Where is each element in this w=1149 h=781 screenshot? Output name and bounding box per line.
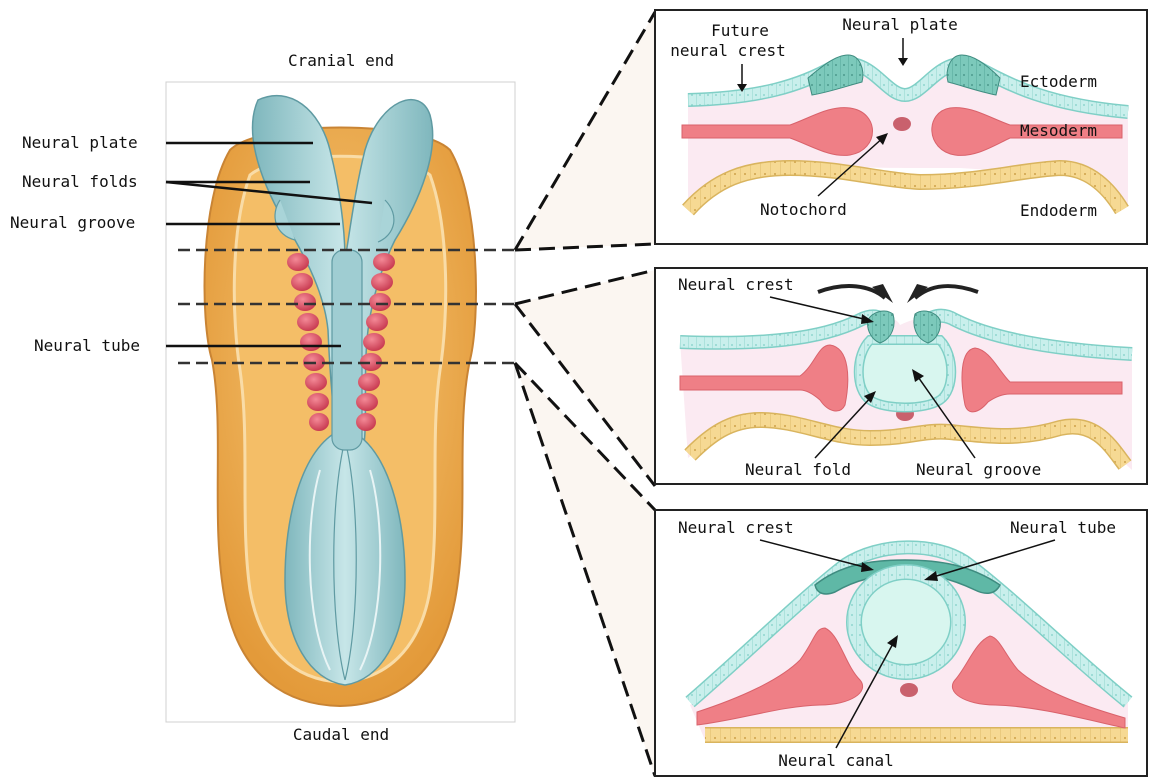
neural-groove-label: Neural groove (10, 213, 135, 232)
future-crest-label-2: neural crest (670, 41, 786, 60)
somite (287, 253, 309, 271)
somite (358, 373, 380, 391)
somite (356, 393, 378, 411)
somite (366, 313, 388, 331)
neural-canal-label: Neural canal (778, 751, 894, 770)
neural-fold-label: Neural fold (745, 460, 851, 479)
notochord-label: Notochord (760, 200, 847, 219)
somite (371, 273, 393, 291)
future-crest-label-1: Future (711, 21, 769, 40)
projection-lines (515, 12, 655, 776)
somite (356, 413, 376, 431)
projection-fan-1 (515, 12, 655, 250)
cranial-end-label: Cranial end (288, 51, 394, 70)
panel-neural-groove-stage: Neural crest Neural fold Neural groove (655, 268, 1147, 484)
notochord-1 (893, 117, 911, 131)
panel-3-neural-crest-label: Neural crest (678, 518, 794, 537)
somite (307, 393, 329, 411)
neural-canal (870, 588, 942, 656)
neural-plate-label: Neural plate (22, 133, 138, 152)
somite (294, 293, 316, 311)
notochord-3 (900, 683, 918, 697)
somite (291, 273, 313, 291)
somite (297, 313, 319, 331)
somite (300, 333, 322, 351)
neural-folds-label: Neural folds (22, 172, 138, 191)
panel-1-neural-plate-label: Neural plate (842, 15, 958, 34)
somite (373, 253, 395, 271)
mesoderm-label: Mesoderm (1020, 121, 1097, 140)
somite (309, 413, 329, 431)
panel-neural-tube-stage: Neural crest Neural tube Neural canal (655, 510, 1147, 776)
endoderm-label: Endoderm (1020, 201, 1097, 220)
somite (363, 333, 385, 351)
panel-neural-plate-stage: Future neural crest Neural plate Ectoder… (655, 10, 1147, 244)
neural-tube-label: Neural tube (34, 336, 140, 355)
somite (305, 373, 327, 391)
somite (369, 293, 391, 311)
caudal-end-label: Caudal end (293, 725, 389, 744)
panel-2-neural-groove-label: Neural groove (916, 460, 1041, 479)
panel-3-neural-tube-label: Neural tube (1010, 518, 1116, 537)
embryo-illustration (166, 82, 515, 722)
ectoderm-label: Ectoderm (1020, 72, 1097, 91)
panel-2-neural-crest-label: Neural crest (678, 275, 794, 294)
